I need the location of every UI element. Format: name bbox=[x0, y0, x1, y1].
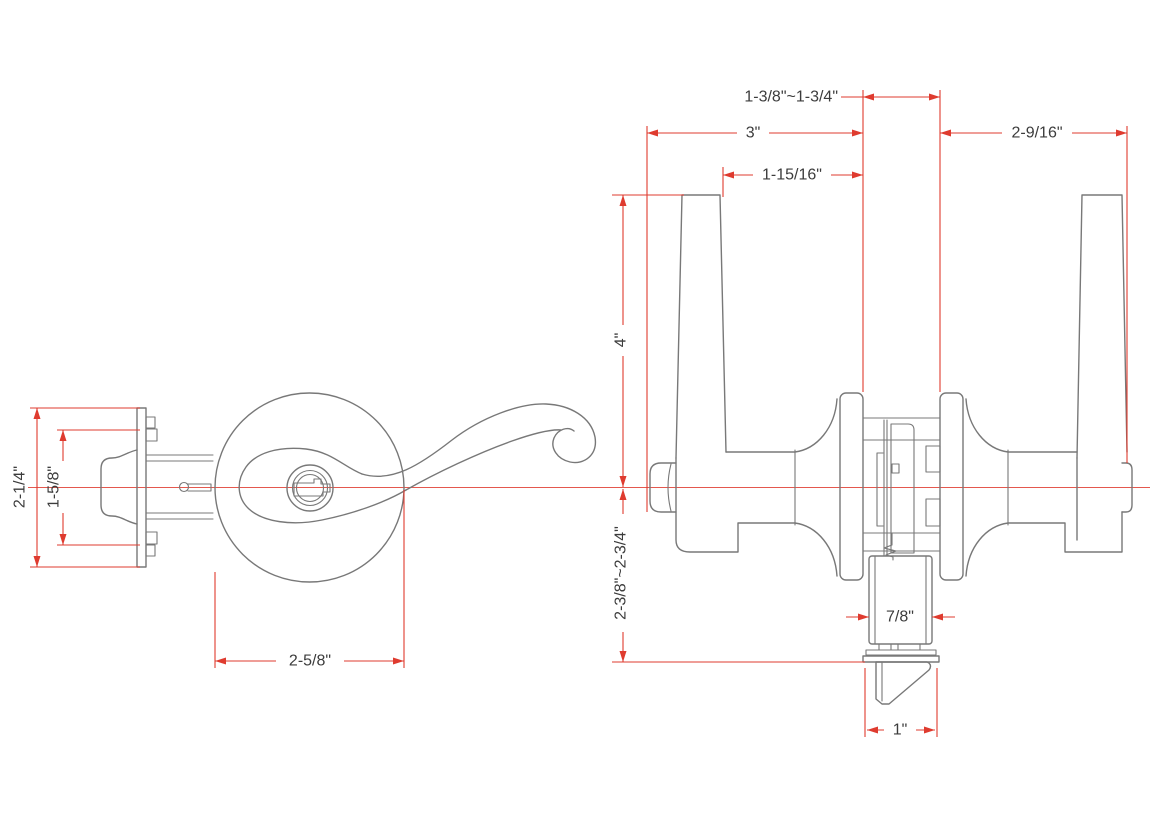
dim-exterior-lever-length: 1-15/16" bbox=[762, 167, 822, 184]
latch-side-view bbox=[100, 407, 214, 568]
cylinder-face bbox=[286, 464, 334, 512]
dim-faceplate-height: 2-1/4" bbox=[12, 466, 29, 508]
lock-front-view bbox=[214, 392, 597, 583]
exterior-rose-flare bbox=[794, 398, 838, 577]
dim-faceplate-width: 1" bbox=[893, 722, 908, 739]
dim-interior-lever-length: 2-9/16" bbox=[1011, 125, 1062, 142]
dimension-labels: 1-3/8"~1-3/4" 3" 2-9/16" 1-15/16" 4" 2-3… bbox=[12, 89, 1063, 739]
exterior-rose-plate bbox=[839, 392, 864, 581]
latch-bolt bbox=[875, 661, 932, 705]
lever-end-cap bbox=[1121, 462, 1133, 513]
interior-lever bbox=[1076, 194, 1128, 459]
dim-lever-height: 4" bbox=[613, 333, 630, 348]
latch-bolt-profile bbox=[100, 449, 138, 525]
dim-latch-tube-width: 7/8" bbox=[886, 609, 914, 626]
latch-faceplate bbox=[862, 655, 940, 663]
dim-exterior-projection: 3" bbox=[746, 125, 761, 142]
keyway-slot bbox=[293, 478, 331, 497]
chassis bbox=[862, 417, 941, 561]
spring-pin bbox=[178, 481, 190, 493]
lock-profile-view bbox=[649, 194, 1133, 705]
interior-rose-flare bbox=[965, 398, 1009, 577]
spring-clip bbox=[883, 532, 897, 561]
lever-scroll-head bbox=[238, 447, 407, 524]
lever-top-edge bbox=[361, 403, 597, 478]
dim-backset: 2-3/8"~2-3/4" bbox=[613, 526, 630, 620]
dimension-arrowheads bbox=[33, 93, 1127, 734]
dim-door-thickness: 1-3/8"~1-3/4" bbox=[744, 89, 838, 106]
lever-bottom-edge bbox=[405, 429, 562, 491]
exterior-lever bbox=[675, 194, 727, 459]
interior-rose-plate bbox=[939, 392, 964, 581]
dim-screw-hole-spacing: 1-5/8" bbox=[46, 466, 63, 508]
cylinder-nose bbox=[649, 462, 677, 513]
dim-rose-diameter: 2-5/8" bbox=[289, 653, 331, 670]
rose-outline bbox=[214, 392, 405, 583]
latch-assembly bbox=[862, 555, 940, 705]
